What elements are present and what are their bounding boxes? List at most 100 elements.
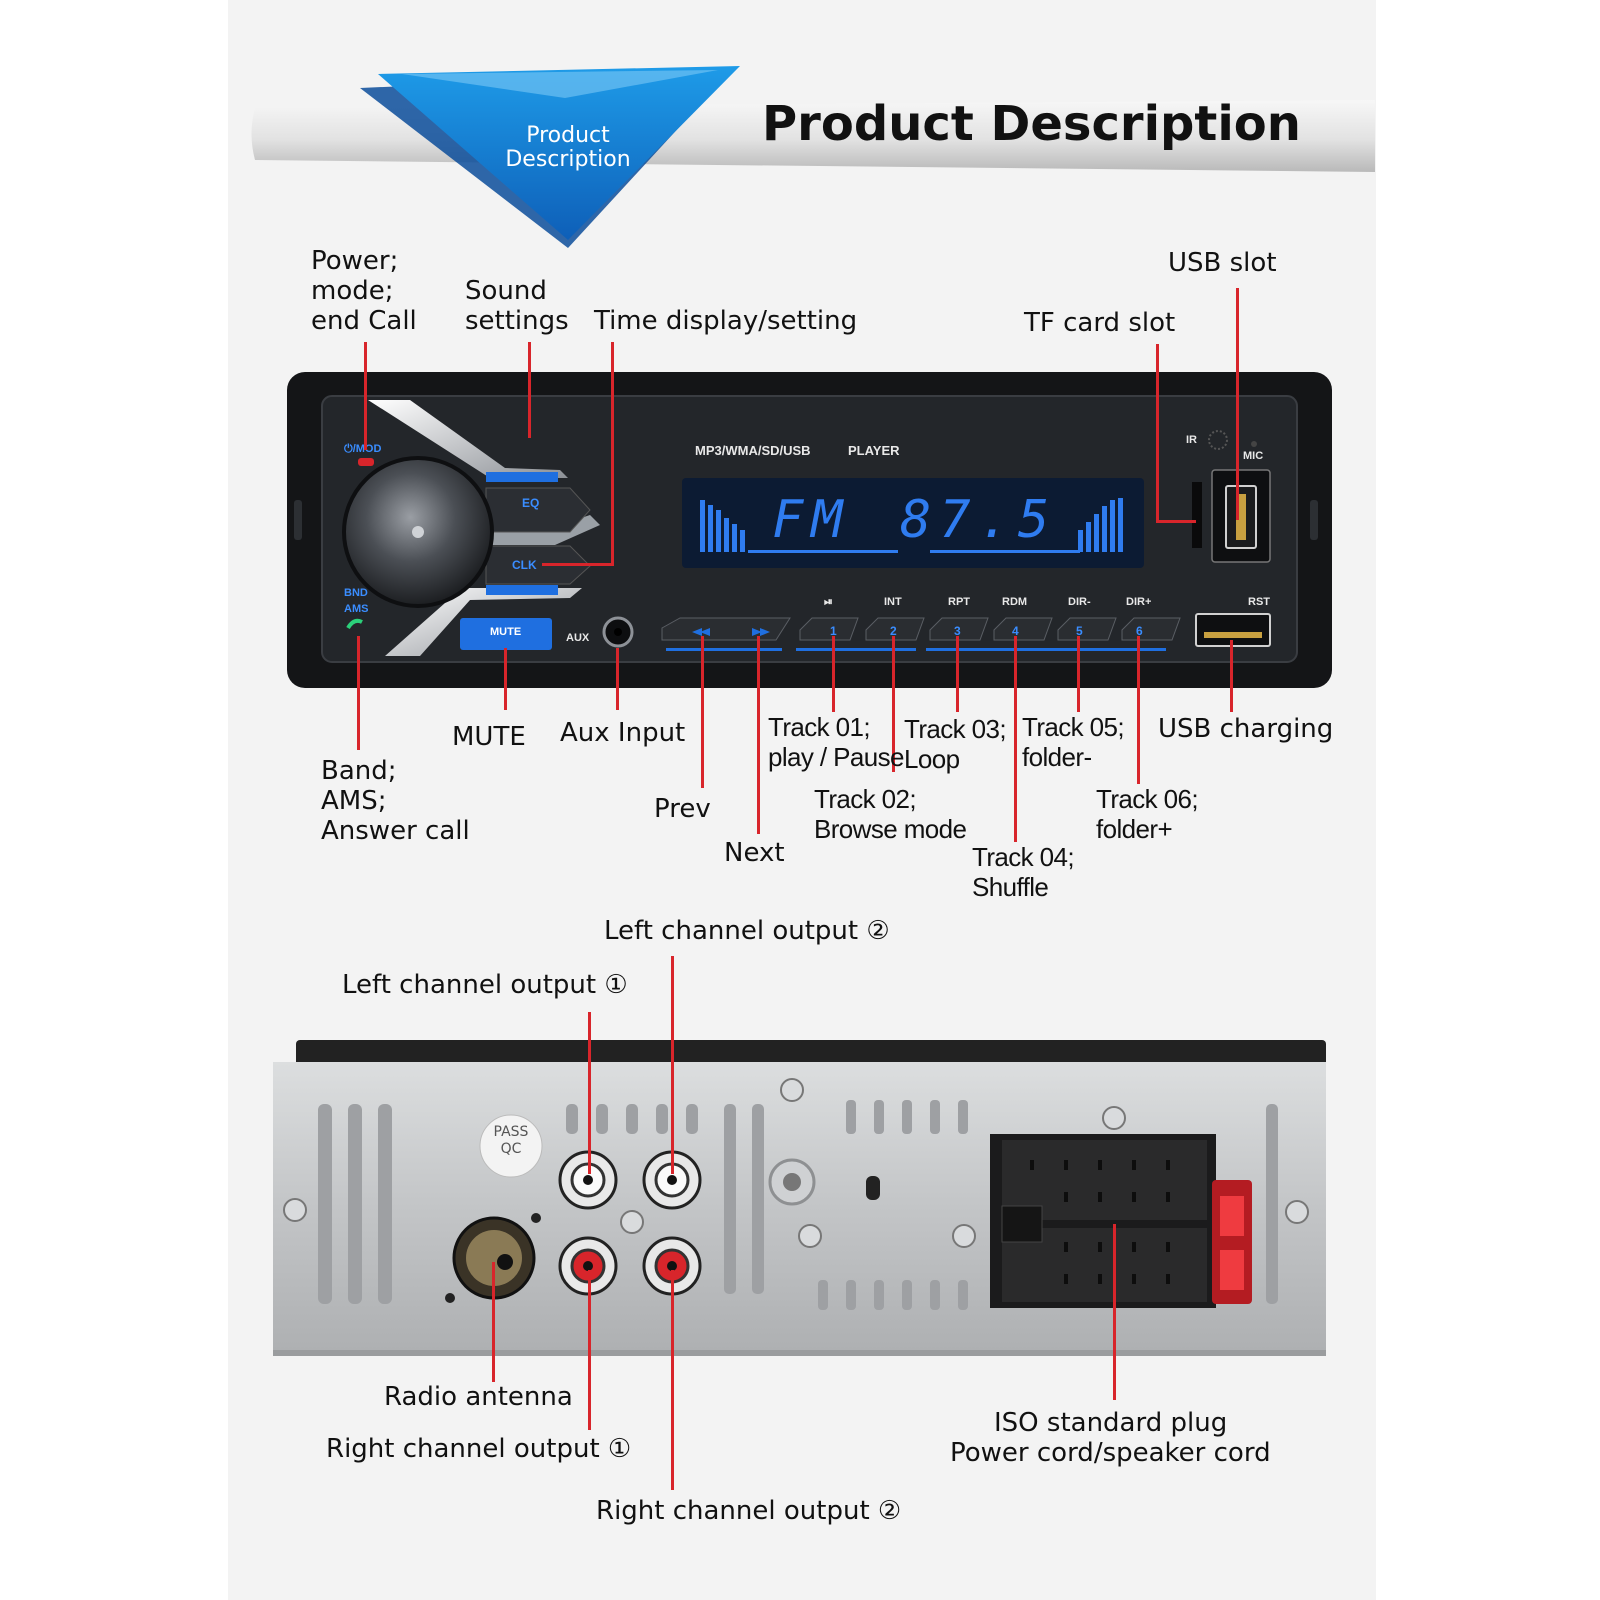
label-band: Band; AMS; Answer call (321, 756, 470, 846)
label-right-channel-1: Right channel output ① (326, 1434, 632, 1464)
clk-key-label: CLK (512, 558, 537, 572)
label-track03: Track 03; Loop (904, 714, 1007, 774)
label-band-line: AMS; (321, 786, 387, 816)
label-band-line: Answer call (321, 816, 470, 846)
badge-line-1: Product (526, 123, 610, 148)
label-left-channel-2: Left channel output ② (604, 916, 890, 946)
key-top-label: ⏯ (824, 596, 833, 608)
label-track05-line: folder- (1022, 742, 1092, 772)
mic-label: MIC (1243, 450, 1264, 462)
label-track02: Track 02; Browse mode (814, 784, 967, 844)
label-track01-line: play / Pause (768, 742, 904, 772)
label-track06-line: Track 06; (1096, 784, 1199, 814)
header-banner (251, 66, 1375, 248)
display-band: FM (772, 490, 851, 550)
key-number: 3 (954, 624, 961, 638)
key-number: 6 (1136, 624, 1143, 638)
eq-key-label: EQ (522, 496, 540, 510)
label-track01: Track 01; play / Pause (768, 712, 904, 772)
label-left-channel-1: Left channel output ① (342, 970, 628, 1000)
label-power: Power; mode; end Call (311, 246, 417, 336)
leader-line-track01 (832, 636, 835, 712)
label-power-line: mode; (311, 276, 394, 306)
label-sound-line: settings (465, 306, 569, 336)
ams-key-label: AMS (344, 603, 369, 615)
label-time-display: Time display/setting (594, 306, 858, 336)
label-mute: MUTE (452, 722, 526, 752)
leader-line-prev (701, 636, 704, 788)
leader-line-track04 (1014, 636, 1017, 842)
label-right-channel-2: Right channel output ② (596, 1496, 902, 1526)
label-band-line: Band; (321, 756, 397, 786)
format-label: MP3/WMA/SD/USB (695, 443, 811, 458)
leader-line-next (757, 636, 760, 834)
leader-line-time-horizontal (542, 563, 614, 566)
leader-line-right1 (588, 1270, 591, 1430)
ir-label: IR (1186, 434, 1197, 446)
pass-line-1: PASS (493, 1124, 529, 1140)
label-usb-charging: USB charging (1158, 714, 1334, 744)
label-sound-line: Sound (465, 276, 547, 306)
leader-line-tf (1156, 344, 1159, 522)
key-number: 5 (1076, 624, 1083, 638)
player-label: PLAYER (848, 443, 900, 458)
leader-line-usb-slot (1236, 288, 1239, 520)
label-aux-input: Aux Input (560, 718, 686, 748)
leader-line-iso (1113, 1224, 1116, 1400)
label-track02-line: Track 02; (814, 784, 917, 814)
label-usb-slot: USB slot (1168, 248, 1277, 278)
leader-line-usb-charging (1230, 640, 1233, 712)
leader-line-sound (528, 342, 531, 438)
leader-line-track05 (1077, 636, 1080, 712)
key-top-label: RPT (948, 596, 970, 608)
header-badge: Product Description (488, 124, 648, 172)
label-radio-antenna: Radio antenna (384, 1382, 573, 1412)
rear-chassis (273, 1040, 1326, 1356)
key-top-label: DIR+ (1126, 596, 1152, 608)
label-tf-card-slot: TF card slot (1024, 308, 1176, 338)
leader-line-band (357, 636, 360, 750)
leader-line-right2 (671, 1270, 674, 1490)
rst-label: RST (1248, 596, 1270, 608)
label-prev: Prev (654, 794, 711, 824)
label-track03-line: Track 03; (904, 714, 1007, 744)
leader-line-left2 (671, 956, 674, 1174)
power-key-label: ⏻/MOD (344, 443, 382, 455)
front-panel (287, 372, 1332, 688)
pass-qc-sticker: PASS QC (481, 1124, 541, 1158)
label-track05: Track 05; folder- (1022, 712, 1125, 772)
label-track06: Track 06; folder+ (1096, 784, 1199, 844)
label-sound-settings: Sound settings (465, 276, 569, 336)
key-number: 4 (1012, 624, 1019, 638)
label-track02-line: Browse mode (814, 814, 967, 844)
page-title: Product Description (762, 96, 1301, 152)
badge-line-2: Description (505, 147, 631, 172)
label-track04: Track 04; Shuffle (972, 842, 1075, 902)
label-track01-line: Track 01; (768, 712, 871, 742)
key-top-label: RDM (1002, 596, 1028, 608)
label-track06-line: folder+ (1096, 814, 1173, 844)
leader-line-antenna (492, 1262, 495, 1382)
key-top-label: DIR- (1068, 596, 1091, 608)
leader-line-tf-horizontal (1156, 520, 1196, 523)
label-track04-line: Shuffle (972, 872, 1049, 902)
display-frequency: 87.5 (900, 490, 1058, 550)
label-track05-line: Track 05; (1022, 712, 1125, 742)
leader-line-aux (616, 648, 619, 710)
leader-line-power (364, 342, 367, 450)
key-number: 2 (890, 624, 897, 638)
label-iso-plug: ISO standard plug (994, 1408, 1228, 1438)
bnd-key-label: BND (344, 587, 368, 599)
label-power-line: end Call (311, 306, 417, 336)
leader-line-left1 (588, 1012, 591, 1174)
label-track04-line: Track 04; (972, 842, 1075, 872)
label-track03-line: Loop (904, 744, 960, 774)
leader-line-time (611, 342, 614, 566)
leader-line-track06 (1137, 636, 1140, 784)
pass-line-2: QC (500, 1141, 522, 1157)
label-power-line: Power; (311, 246, 399, 276)
leader-line-track03 (956, 636, 959, 712)
label-next: Next (724, 838, 785, 868)
label-power-cord: Power cord/speaker cord (950, 1438, 1271, 1468)
